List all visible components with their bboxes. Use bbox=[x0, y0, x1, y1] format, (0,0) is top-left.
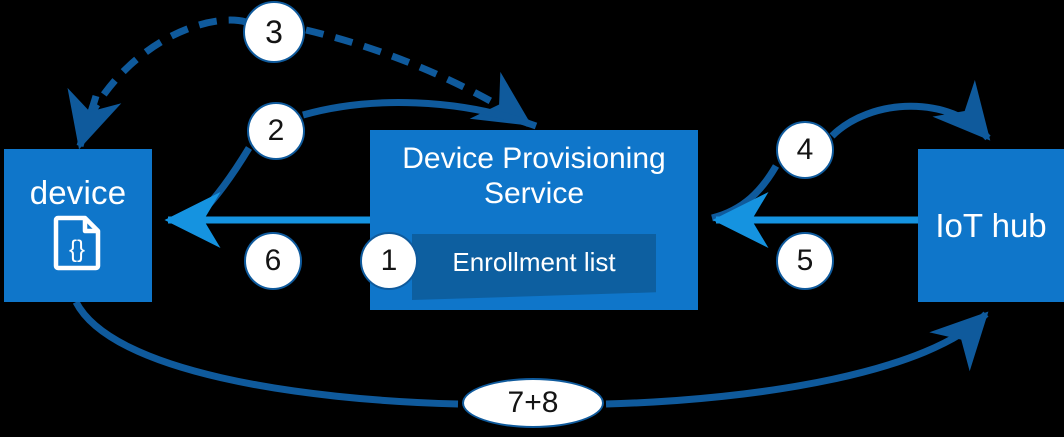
connector-3-arrowhead bbox=[67, 87, 122, 150]
step-badge-1[interactable]: 1 bbox=[360, 232, 418, 290]
step-badge-3[interactable]: 3 bbox=[243, 1, 305, 63]
svg-text:{}: {} bbox=[69, 236, 85, 263]
connector-2-path-left bbox=[197, 146, 252, 217]
connector-2-path-right bbox=[302, 99, 538, 130]
enrollment-list-chip[interactable] bbox=[412, 234, 656, 290]
node-iot-hub[interactable]: IoT hub bbox=[918, 149, 1064, 302]
node-device-label: device bbox=[29, 173, 127, 211]
node-device[interactable]: device {} bbox=[4, 149, 152, 302]
json-document-icon: {} bbox=[53, 215, 103, 276]
node-dps-label: Device Provisioning Service bbox=[402, 142, 666, 210]
step-badge-6[interactable]: 6 bbox=[244, 232, 302, 290]
connector-3-path-tail bbox=[305, 26, 532, 127]
node-iot-hub-label: IoT hub bbox=[935, 207, 1047, 244]
connector-78-path-right bbox=[605, 311, 989, 408]
step-badge-2[interactable]: 2 bbox=[247, 102, 305, 160]
connector-4-path-right bbox=[829, 79, 991, 141]
step-badge-4[interactable]: 4 bbox=[776, 121, 834, 179]
connector-3-path bbox=[84, 16, 247, 122]
step-badge-5[interactable]: 5 bbox=[776, 232, 834, 290]
enrollment-list-label: Enrollment list bbox=[452, 246, 616, 277]
step-badge-7-plus-8[interactable]: 7+8 bbox=[462, 378, 604, 428]
connector-4-path-left bbox=[711, 164, 780, 222]
connector-78-path-left bbox=[72, 300, 459, 408]
